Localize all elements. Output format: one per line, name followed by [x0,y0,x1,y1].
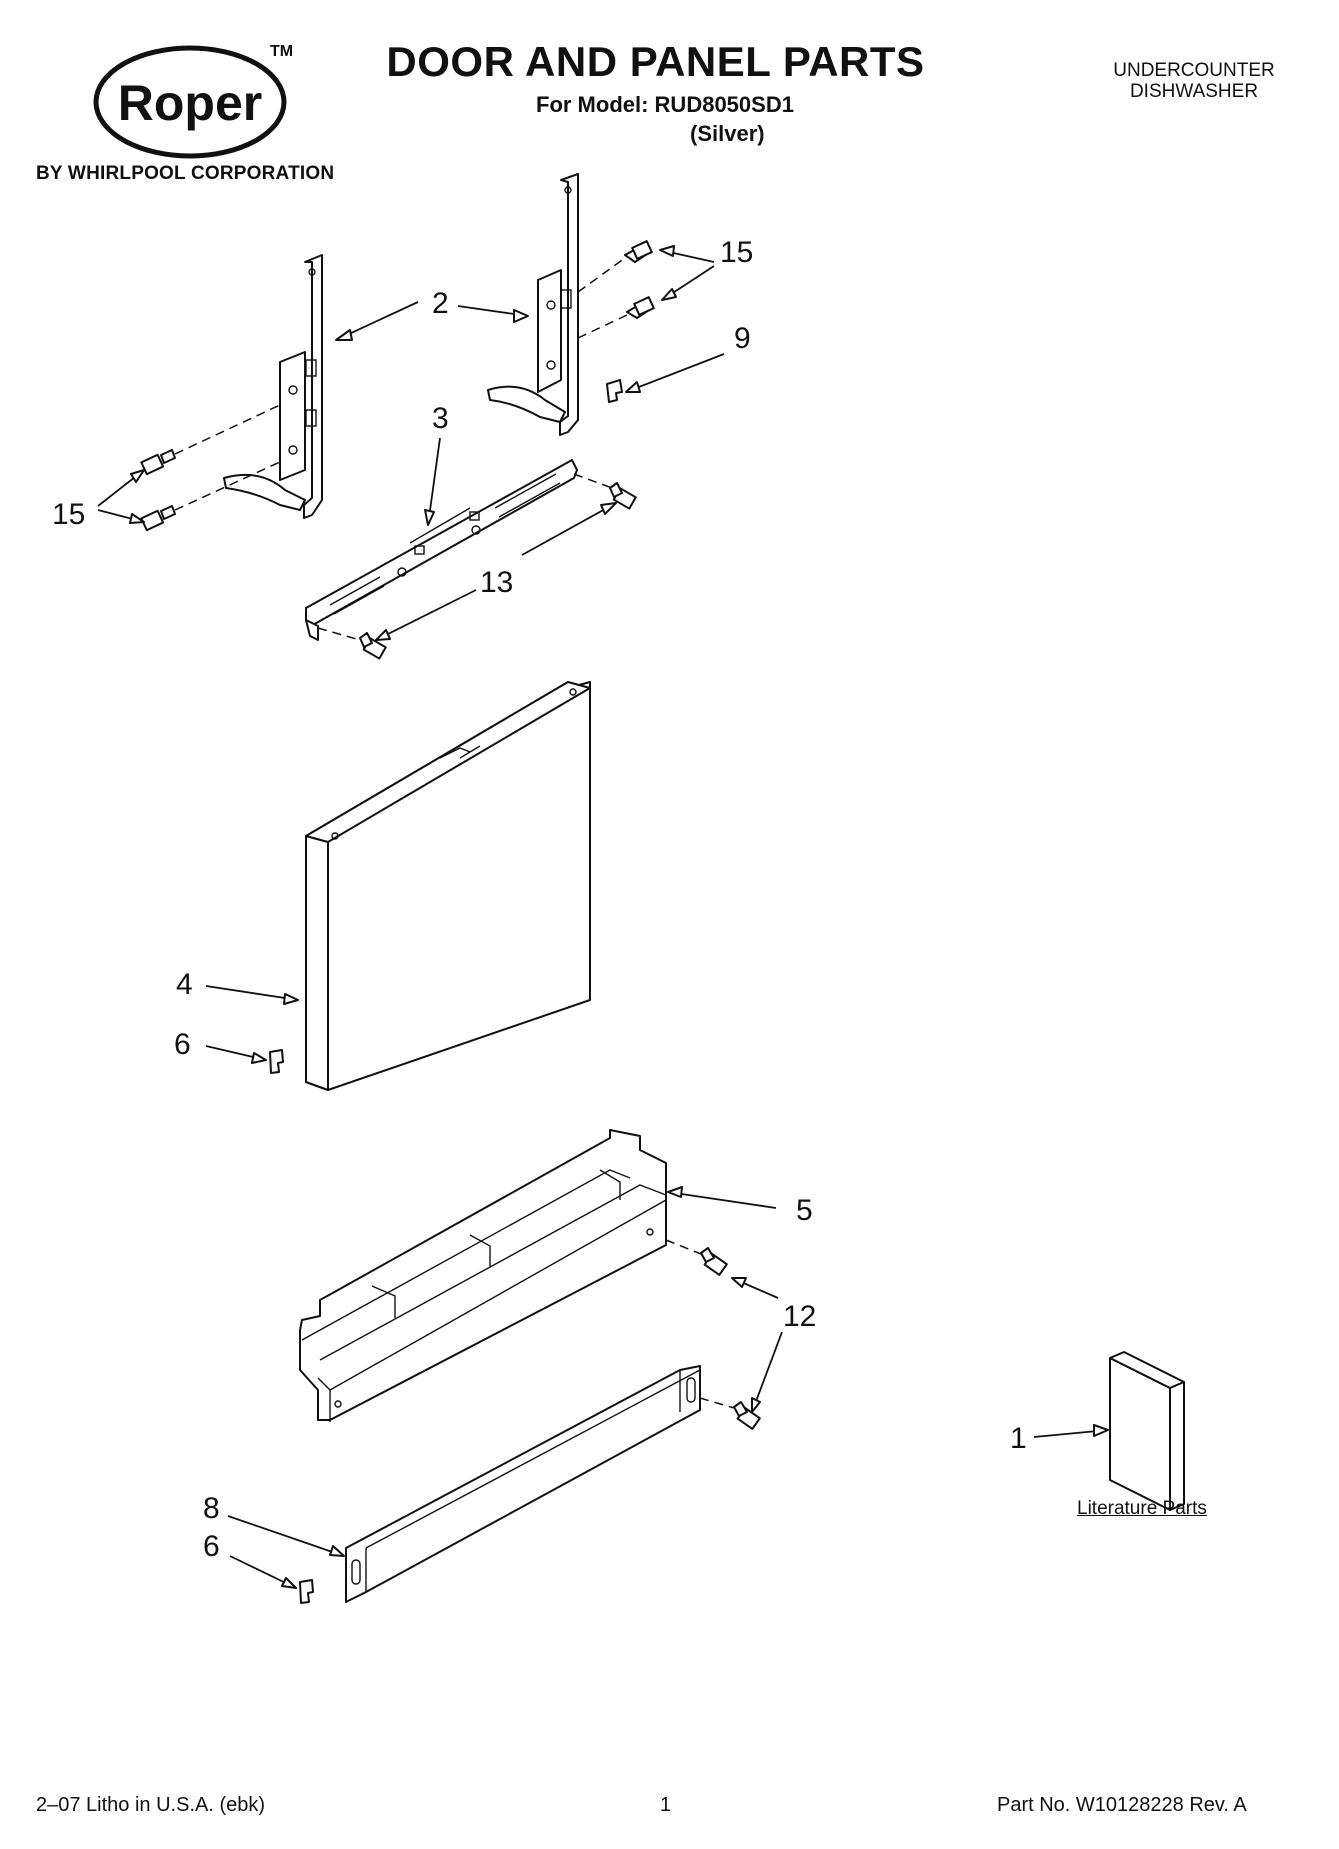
callout-3: 3 [432,402,449,435]
roper-logo: Roper TM [93,43,293,159]
color-line: (Silver) [690,121,765,146]
screw-13-right [609,482,637,510]
footer-print-info: 2–07 Litho in U.S.A. (ebk) [36,1794,266,1816]
logo-word: Roper [118,75,262,131]
callout-15-right: 15 [720,236,753,269]
callout-8: 8 [203,1492,220,1525]
toe-panel-5 [299,1129,667,1422]
product-line-2: DISHWASHER [1129,81,1259,102]
callout-6-upper: 6 [174,1028,191,1061]
leader-lines [97,245,1109,1589]
door-panel-4 [305,681,591,1091]
clip-6-upper [269,1049,284,1074]
screw-12-lower [733,1401,761,1430]
callout-4: 4 [176,968,193,1001]
callout-13: 13 [480,566,513,599]
screw-15-upper-left [140,449,176,476]
kick-plate-8 [345,1365,701,1603]
callout-15-left: 15 [52,498,85,531]
literature-booklet-1 [1109,1351,1185,1511]
callout-1: 1 [1010,1422,1027,1455]
page-title: DOOR AND PANEL PARTS [0,38,1339,86]
page-title-text: DOOR AND PANEL PARTS [386,38,925,85]
product-line-1: UNDERCOUNTER [1113,60,1275,81]
screw-15-upper-right [624,240,653,263]
callout-9: 9 [734,322,751,355]
callout-5: 5 [796,1194,813,1227]
clip-9 [606,379,623,403]
trademark-mark: TM [270,43,293,60]
brand-byline: BY WHIRLPOOL CORPORATION [36,163,335,184]
screw-12-upper [700,1247,728,1276]
callout-2: 2 [432,287,449,320]
product-type: UNDERCOUNTER DISHWASHER [1104,60,1284,102]
mounting-rail-3 [305,459,578,641]
screw-15-lower-left [140,505,176,532]
clip-6-lower [299,1579,314,1604]
part-number: Part No. W10128228 Rev. A [997,1794,1247,1816]
screw-15-lower-right [626,296,655,319]
screw-13-left [359,632,387,660]
hinge-bracket-left [223,254,323,519]
page-number: 1 [660,1794,672,1816]
literature-parts-label: Literature Parts [1077,1498,1207,1519]
hinge-bracket-right [487,173,579,436]
model-line: For Model: RUD8050SD1 [536,92,794,117]
callout-6-lower: 6 [203,1530,220,1563]
callout-12: 12 [783,1300,816,1333]
